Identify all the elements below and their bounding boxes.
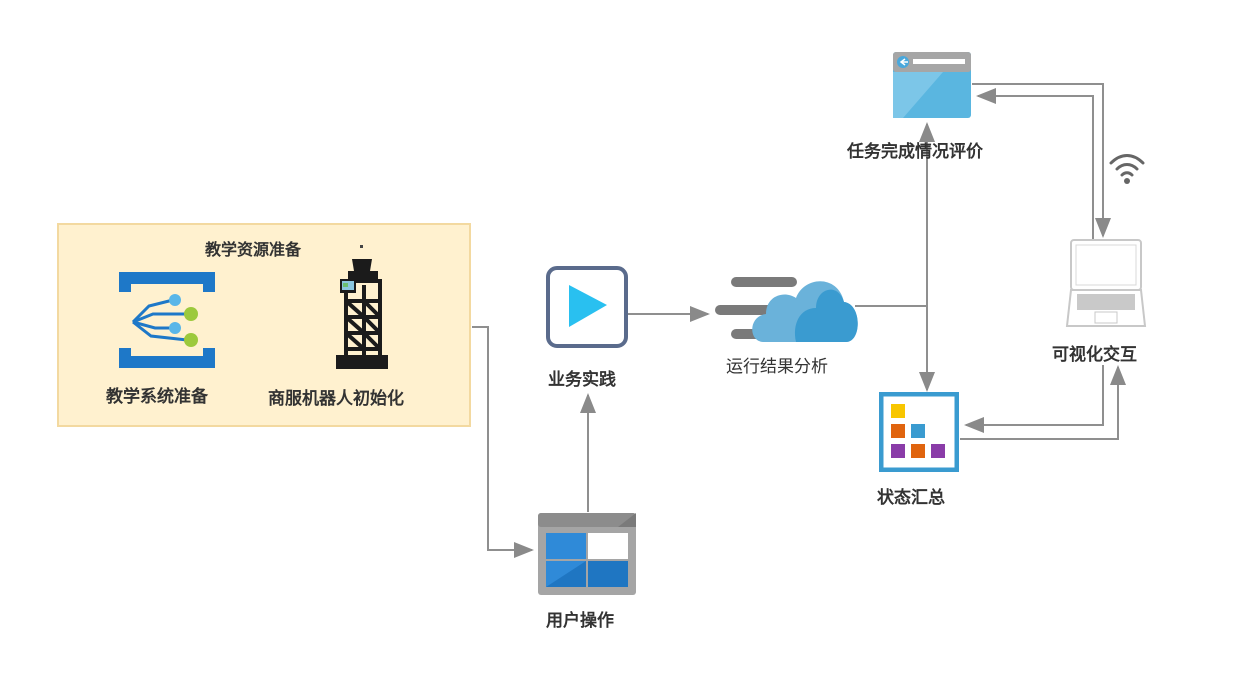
visual-interaction-label: 可视化交互 [1052,345,1137,365]
teaching-resource-group [57,223,471,427]
edge-visual-interaction-to-status-summary [964,365,1104,433]
result-analysis-label: 运行结果分析 [726,357,828,377]
edge-status-summary-to-visual-interaction [960,365,1126,440]
machine-learning-icon [119,272,215,368]
dashboard-window-icon[interactable] [538,513,636,595]
robot-init-label: 商服机器人初始化 [268,389,404,409]
cloud-icon[interactable] [712,268,864,346]
laptop-icon[interactable] [1065,238,1147,330]
edge-visual-interaction-to-task-evaluation [976,88,1094,240]
group-title: 教学资源准备 [205,240,302,259]
wifi-icon [1109,154,1145,184]
robot-icon [336,245,388,369]
teaching-system-label: 教学系统准备 [106,387,208,407]
edge-task-evaluation-to-visual-interaction [972,83,1111,238]
analytics-grid-icon[interactable] [879,392,959,472]
browser-window-icon[interactable] [893,52,971,118]
task-evaluation-label: 任务完成情况评价 [847,142,983,162]
status-summary-label: 状态汇总 [877,488,945,508]
user-operation-label: 用户操作 [546,611,614,631]
play-icon[interactable] [545,265,629,349]
edge-group-to-user-operation [472,326,534,558]
business-practice-label: 业务实践 [548,370,616,390]
